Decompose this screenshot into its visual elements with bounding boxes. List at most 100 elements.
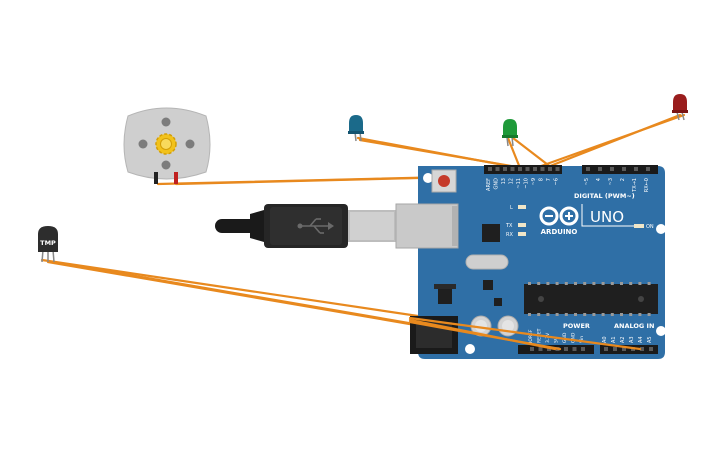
chip-pin <box>555 313 559 316</box>
analog-pin[interactable] <box>613 347 617 351</box>
brand-label: ARDUINO <box>541 228 578 236</box>
analog-pin[interactable] <box>622 347 626 351</box>
chip-pin <box>528 282 531 285</box>
power-pin-label: 5V <box>554 336 560 343</box>
arduino-logo-icon <box>539 206 579 226</box>
motor-screw-icon <box>161 117 171 127</box>
led-green[interactable] <box>502 119 518 147</box>
chip-pin <box>638 282 642 285</box>
chip-pin <box>647 282 651 285</box>
crystal <box>465 254 509 270</box>
digital-pin[interactable] <box>548 167 552 171</box>
digital-pin[interactable] <box>610 167 614 171</box>
power-pin-label: IOREF <box>528 329 534 343</box>
wires-overlay <box>408 316 642 351</box>
wire-board-segment-3[interactable] <box>408 320 562 351</box>
wire-red-led-2[interactable] <box>528 113 686 172</box>
digital-pin-label: ~9 <box>531 178 537 185</box>
digital-pin[interactable] <box>555 167 560 171</box>
wire-green-led-2[interactable] <box>511 136 554 170</box>
power-pin[interactable] <box>572 347 577 351</box>
reset-button[interactable] <box>431 169 457 193</box>
chip-pin <box>629 282 633 285</box>
digital-pin[interactable] <box>488 167 492 171</box>
digital-pin[interactable] <box>634 167 638 171</box>
power-pin[interactable] <box>564 347 568 351</box>
power-pin[interactable] <box>538 347 543 351</box>
l-led-label: L <box>510 205 513 211</box>
digital-pin[interactable] <box>540 167 545 171</box>
power-pin-label: GND <box>562 332 568 343</box>
voltage-regulator <box>438 288 452 304</box>
digital-pin[interactable] <box>518 167 522 171</box>
digital-pin[interactable] <box>622 167 626 171</box>
chip-pin <box>537 313 541 316</box>
digital-pin-label: TX→1 <box>632 178 638 193</box>
digital-pin[interactable] <box>510 167 515 171</box>
atmega-chip <box>524 282 658 316</box>
chip-pin <box>610 282 614 285</box>
chip-pin <box>638 313 642 316</box>
digital-pin[interactable] <box>586 167 590 171</box>
chip-pin <box>546 282 550 285</box>
analog-pin-label: A4 <box>638 336 644 343</box>
power-pin-label: GND <box>571 332 577 343</box>
chip-pin <box>537 282 541 285</box>
wire-board-segment-1[interactable] <box>408 316 642 351</box>
digital-pin[interactable] <box>503 167 507 171</box>
digital-pin-label: ~5 <box>584 178 590 185</box>
analog-pin-label: A1 <box>611 336 617 343</box>
rx-label: RX <box>506 232 513 238</box>
analog-pin[interactable] <box>649 347 653 351</box>
chip-pin <box>647 313 651 316</box>
digital-pin[interactable] <box>495 167 500 171</box>
analog-pin-label: A3 <box>629 336 635 343</box>
led-blue[interactable] <box>348 115 364 142</box>
digital-pin-label: GND <box>494 178 500 190</box>
chip-pin <box>528 313 531 316</box>
motor-gear-icon <box>155 133 177 155</box>
chip-pin <box>564 282 568 285</box>
on-label: ON <box>646 224 654 230</box>
power-pin[interactable] <box>581 347 585 351</box>
chip-pin <box>555 282 559 285</box>
tmp-label: TMP <box>40 239 56 247</box>
digital-pin-label: 12 <box>509 178 515 184</box>
digital-pin-label: ~10 <box>524 178 530 189</box>
analog-pin[interactable] <box>640 347 644 351</box>
digital-pin[interactable] <box>525 167 530 171</box>
power-pin[interactable] <box>547 347 551 351</box>
digital-pin-label: 13 <box>501 178 507 184</box>
wire-green-led[interactable] <box>506 136 522 170</box>
digital-pin[interactable] <box>598 167 602 171</box>
power-pin[interactable] <box>530 347 534 351</box>
led-red[interactable] <box>672 94 688 121</box>
chip-pin <box>601 313 605 316</box>
usb-icon <box>297 218 334 234</box>
chip-pin <box>583 313 587 316</box>
analog-pin[interactable] <box>604 347 608 351</box>
analog-pin-label: A2 <box>620 336 626 343</box>
digital-pin-label: 7 <box>546 178 552 181</box>
chip-pin <box>601 282 605 285</box>
digital-pin[interactable] <box>533 167 537 171</box>
digital-pin[interactable] <box>646 167 650 171</box>
chip-pin <box>620 282 623 285</box>
analog-pin-label: A0 <box>602 336 608 343</box>
tmp-sensor[interactable]: TMP <box>38 226 58 263</box>
chip-pin <box>592 282 596 285</box>
usb-cable[interactable] <box>215 204 396 248</box>
usb-port[interactable] <box>395 203 459 249</box>
power-section-label: POWER <box>563 322 590 330</box>
model-label: UNO <box>590 208 624 226</box>
dc-motor[interactable] <box>123 107 211 184</box>
tx-label: TX <box>505 223 513 229</box>
digital-pin-label: ~11 <box>516 178 522 189</box>
digital-pin-label: 8 <box>539 178 545 181</box>
chip-pin <box>629 313 633 316</box>
chip-pin <box>546 313 550 316</box>
